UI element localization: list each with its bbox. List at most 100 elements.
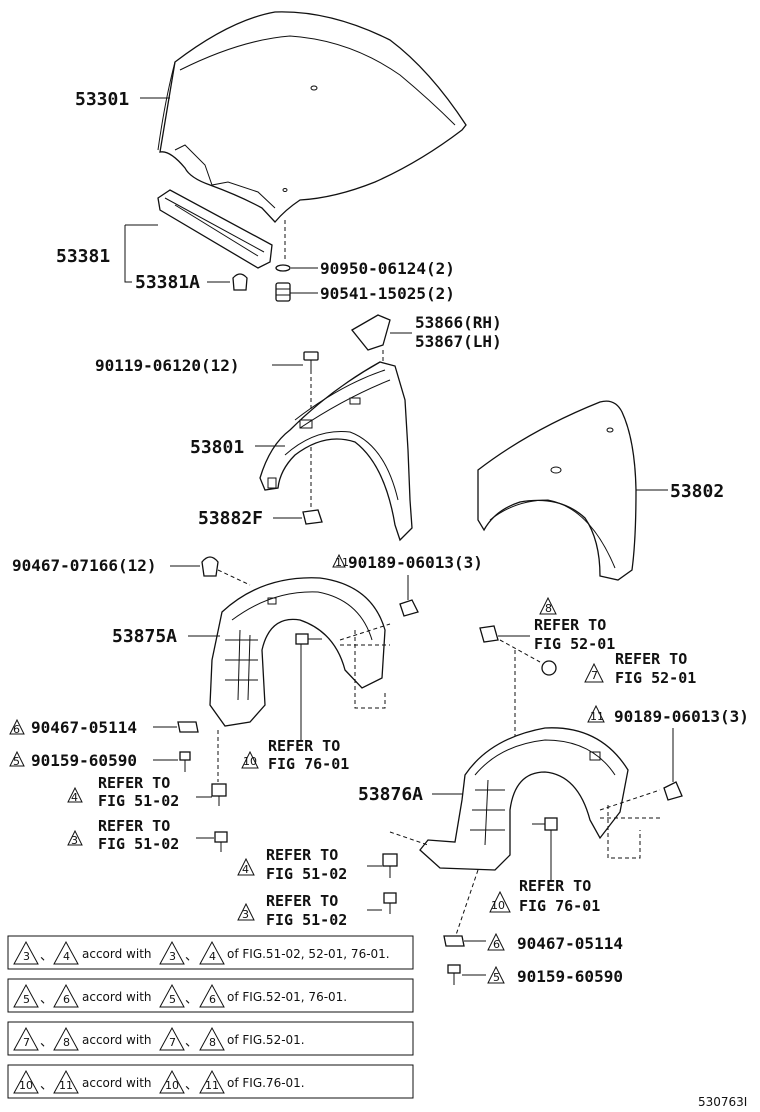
label-90119: 90119-06120(12): [95, 356, 240, 375]
label-53381A: 53381A: [135, 272, 200, 293]
svg-text:8: 8: [63, 1036, 70, 1049]
svg-text:REFER TO: REFER TO: [615, 650, 687, 668]
nut-ref-7: [541, 660, 557, 676]
liner-53876A: [419, 727, 629, 871]
svg-text:6: 6: [13, 723, 20, 736]
svg-text:FIG 51-02: FIG 51-02: [98, 792, 179, 810]
marker-5-b: [487, 965, 505, 984]
svg-text:REFER TO: REFER TO: [519, 877, 591, 895]
fender-53801: [259, 361, 413, 542]
svg-text:7: 7: [169, 1036, 176, 1049]
svg-text:7: 7: [23, 1036, 30, 1049]
svg-text:accord with: accord with: [82, 947, 152, 961]
marker-3-a: [67, 829, 83, 846]
svg-text:FIG 76-01: FIG 76-01: [519, 897, 600, 915]
bolt-ref-4-b: [382, 853, 398, 878]
clip-90467-07166: [201, 556, 219, 577]
screw-90159-a: [179, 751, 191, 772]
label-90189-a: 90189-06013(3): [348, 553, 483, 572]
label-90950: 90950-06124(2): [320, 259, 455, 278]
svg-text:REFER TO: REFER TO: [266, 846, 338, 864]
svg-text:4: 4: [242, 863, 249, 876]
marker-5-a: [9, 750, 25, 767]
screw-90159-b: [447, 964, 461, 985]
svg-text:11: 11: [205, 1079, 219, 1092]
svg-text:、: 、: [40, 949, 53, 964]
svg-text:4: 4: [63, 950, 70, 963]
svg-text:5: 5: [13, 755, 20, 768]
marker-10-b: [489, 890, 511, 913]
svg-text:7: 7: [591, 669, 598, 682]
svg-text:FIG 51-02: FIG 51-02: [98, 835, 179, 853]
liner-53875A: [209, 577, 386, 727]
bolt-90119: [303, 351, 319, 370]
svg-text:6: 6: [493, 938, 500, 951]
label-53802: 53802: [670, 481, 724, 502]
marker-6-a: [9, 718, 25, 735]
marker-4-b: [237, 857, 255, 876]
fender-seal: [351, 314, 391, 351]
svg-text:8: 8: [209, 1036, 216, 1049]
marker-8: [539, 596, 557, 615]
clip-90467-05114-b: [443, 935, 465, 947]
label-90467-07166: 90467-07166(12): [12, 556, 157, 575]
svg-text:REFER TO: REFER TO: [268, 737, 340, 755]
svg-text:3: 3: [71, 834, 78, 847]
marker-4-a: [67, 786, 83, 803]
svg-text:accord with: accord with: [82, 1076, 152, 1090]
svg-text:of FIG.51-02, 52-01, 76-01.: of FIG.51-02, 52-01, 76-01.: [227, 947, 390, 961]
svg-text:、: 、: [185, 992, 198, 1007]
label-90467-05114-a: 90467-05114: [31, 718, 137, 737]
label-53801: 53801: [190, 437, 244, 458]
bolt-ref-3-a: [214, 831, 228, 852]
svg-text:5: 5: [493, 971, 500, 984]
svg-text:FIG 51-02: FIG 51-02: [266, 911, 347, 929]
marker-6-b: [487, 932, 505, 951]
svg-text:11: 11: [59, 1079, 73, 1092]
label-53875A: 53875A: [112, 626, 177, 647]
svg-text:8: 8: [545, 602, 552, 615]
svg-text:10: 10: [19, 1079, 33, 1092]
label-90159-60590-a: 90159-60590: [31, 751, 137, 770]
diagram-id: 530763I: [698, 1095, 747, 1109]
clip-ref-8: [479, 625, 499, 643]
svg-text:FIG 52-01: FIG 52-01: [615, 669, 696, 687]
svg-text:5: 5: [169, 993, 176, 1006]
svg-text:10: 10: [243, 755, 257, 768]
svg-text:3: 3: [169, 950, 176, 963]
label-90189-b: 90189-06013(3): [614, 707, 749, 726]
svg-text:、: 、: [185, 1078, 198, 1093]
svg-text:5: 5: [23, 993, 30, 1006]
label-53876A: 53876A: [358, 784, 423, 805]
marker-11-b: [587, 704, 605, 723]
label-90159-60590-b: 90159-60590: [517, 967, 623, 986]
svg-text:11: 11: [335, 556, 349, 569]
bolt-ref-4-a: [211, 783, 227, 806]
svg-text:、: 、: [40, 1035, 53, 1050]
marker-10-a: [241, 750, 259, 769]
svg-text:REFER TO: REFER TO: [98, 817, 170, 835]
cushion-90950: [275, 264, 291, 272]
label-90541: 90541-15025(2): [320, 284, 455, 303]
clip-53882F: [302, 509, 323, 525]
svg-text:REFER TO: REFER TO: [534, 616, 606, 634]
fender-53802: [477, 400, 637, 581]
note-box-4: 10 、 11 accord with 10 、 11 of FIG.76-01…: [7, 1064, 414, 1099]
clip-53381A: [232, 273, 248, 291]
svg-text:、: 、: [40, 1078, 53, 1093]
svg-text:accord with: accord with: [82, 990, 152, 1004]
svg-text:11: 11: [590, 710, 604, 723]
hood-support-drawing: [157, 189, 273, 269]
marker-3-b: [237, 902, 255, 921]
marker-11-a: [332, 553, 346, 568]
svg-text:of FIG.76-01.: of FIG.76-01.: [227, 1076, 305, 1090]
svg-text:10: 10: [165, 1079, 179, 1092]
label-53882F: 53882F: [198, 508, 263, 529]
svg-text:6: 6: [63, 993, 70, 1006]
svg-text:、: 、: [40, 992, 53, 1007]
svg-text:FIG 51-02: FIG 51-02: [266, 865, 347, 883]
screw-ref-10-a: [295, 633, 322, 645]
rivet-90189-b: [663, 781, 683, 801]
